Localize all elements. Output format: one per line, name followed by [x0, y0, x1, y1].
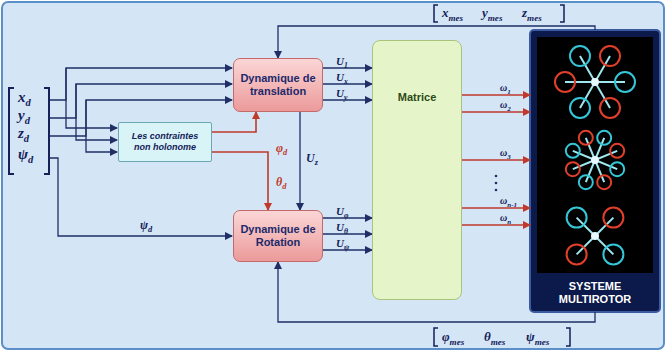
connector — [462, 95, 530, 225]
connector-line — [323, 99, 372, 100]
connector-line — [462, 207, 530, 209]
signal-name: Uz — [306, 152, 318, 168]
process-box: Dynamique de Rotation — [233, 210, 323, 262]
connector — [323, 68, 372, 100]
rotor-speed: ωn — [500, 212, 511, 227]
node-label: SYSTEME MULTIROTOR — [535, 280, 655, 306]
connector-line — [299, 112, 300, 210]
signal-name: Uθ — [336, 221, 348, 237]
rotor-speed: ωn-1 — [500, 195, 517, 210]
signal-name: Uy — [336, 87, 347, 103]
connector — [212, 112, 256, 132]
rotor-speed: ω3 — [500, 147, 511, 162]
connector-line — [462, 111, 530, 113]
signal-name: ψd — [140, 219, 152, 235]
system-picture — [537, 37, 653, 273]
process-box: Dynamique de translation — [233, 58, 323, 112]
vector-entry: zd — [18, 125, 29, 145]
measure-name: zmes — [522, 6, 542, 23]
measure-name: φmes — [442, 330, 464, 347]
signal-name: U1 — [336, 55, 348, 71]
node-label: Les contraintes non holonome — [124, 131, 206, 153]
node-label: Matrice — [398, 91, 437, 104]
connector — [300, 112, 301, 210]
feedback-bracket — [434, 5, 564, 22]
vector-entry: xd — [18, 89, 31, 109]
rotor-speed: ω2 — [500, 99, 511, 114]
signal-name: Uψ — [336, 237, 349, 253]
signal-name: Uφ — [336, 205, 348, 221]
system-panel: SYSTEME MULTIROTOR — [530, 30, 660, 312]
connector-line — [462, 94, 530, 96]
connector-line — [212, 112, 256, 132]
rotor-speed: ω1 — [500, 82, 511, 97]
signal-name: Ux — [336, 71, 348, 87]
signal-name: φd — [276, 142, 287, 158]
measure-name: θmes — [484, 330, 505, 347]
node-label: Dynamique de translation — [239, 72, 317, 98]
input-wires — [50, 68, 232, 236]
connector-line — [462, 159, 530, 161]
measure-name: ψmes — [526, 330, 549, 347]
constraint-box: Les contraintes non holonome — [118, 122, 212, 162]
matrix-box: Matrice — [372, 40, 462, 300]
measure-name: ymes — [482, 6, 502, 23]
feedback-bracket — [434, 328, 570, 346]
measure-name: xmes — [442, 6, 463, 23]
signal-name: θd — [276, 176, 286, 192]
connector-line — [462, 224, 530, 226]
multirotor-drawing — [555, 46, 635, 264]
vector-bracket — [9, 88, 49, 174]
vector-entry: yd — [18, 107, 30, 127]
node-label: Dynamique de Rotation — [239, 223, 317, 249]
connector — [212, 152, 268, 210]
system-panel — [530, 30, 660, 312]
connector-line — [212, 152, 268, 210]
ellipsis-dots — [495, 175, 498, 192]
vector-entry: ψd — [18, 146, 33, 166]
